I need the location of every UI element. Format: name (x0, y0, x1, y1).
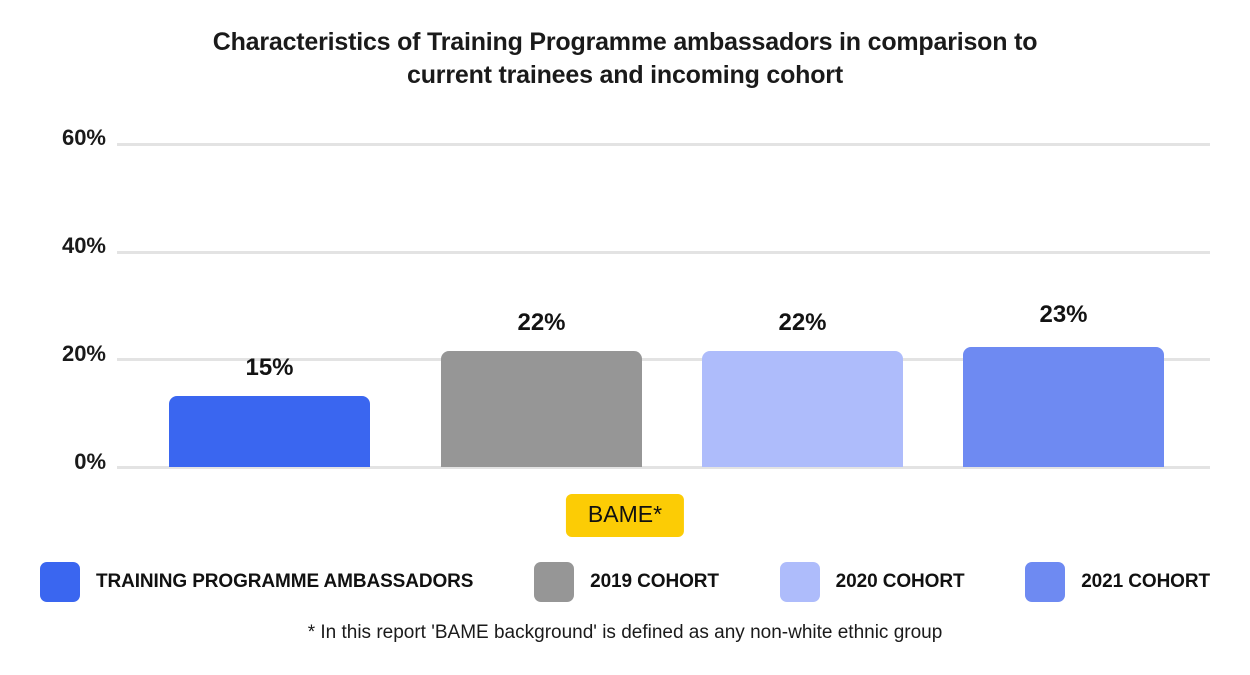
legend-item-2020[interactable]: 2020 COHORT (779, 562, 965, 602)
gridline-0 (117, 466, 1210, 469)
gridline-60 (117, 143, 1210, 146)
legend-swatch-icon-ambassadors (40, 562, 80, 602)
bar-value-2019: 22% (517, 309, 566, 336)
legend-item-2021[interactable]: 2021 COHORT (1025, 562, 1210, 602)
y-axis-tick-40: 40% (61, 233, 106, 258)
legend-label-2019: 2019 COHORT (590, 571, 719, 592)
y-axis-tick-20: 20% (61, 341, 106, 366)
bar-item-2019[interactable]: 22% (441, 309, 642, 467)
y-axis-tick-0: 0% (74, 449, 106, 474)
chart-footnote: * In this report 'BAME background' is de… (307, 622, 943, 643)
gridline-40 (117, 251, 1210, 254)
category-badge-bame: BAME* (565, 494, 685, 537)
gridline-20 (117, 358, 1210, 361)
chart-legend: TRAINING PROGRAMME AMBASSADORS 2019 COHO… (40, 562, 1210, 602)
bar-item-2020[interactable]: 22% (702, 309, 903, 467)
bar-value-2020: 22% (778, 309, 827, 336)
y-axis-tick-60: 60% (61, 125, 106, 150)
legend-label-2021: 2021 COHORT (1081, 571, 1210, 592)
legend-swatch-icon-2021 (1025, 562, 1066, 602)
chart-title-line-1: Characteristics of Training Programme am… (212, 28, 1038, 56)
legend-swatch-icon-2019 (534, 562, 575, 602)
chart-title: Characteristics of Training Programme am… (130, 26, 1120, 92)
bar-rect-ambassadors[interactable] (169, 396, 370, 467)
legend-label-ambassadors: TRAINING PROGRAMME AMBASSADORS (96, 571, 474, 592)
bar-value-ambassadors: 15% (245, 354, 294, 381)
chart-title-line-2: current trainees and incoming cohort (407, 61, 843, 89)
bar-value-2021: 23% (1039, 301, 1088, 328)
legend-item-2019[interactable]: 2019 COHORT (534, 562, 719, 602)
bar-rect-2020[interactable] (702, 351, 903, 467)
legend-label-2020: 2020 COHORT (835, 571, 965, 592)
legend-swatch-icon-2020 (779, 562, 820, 602)
bar-item-ambassadors[interactable]: 15% (169, 354, 370, 467)
bar-item-2021[interactable]: 23% (963, 301, 1164, 467)
legend-item-ambassadors[interactable]: TRAINING PROGRAMME AMBASSADORS (40, 562, 473, 602)
bar-rect-2019[interactable] (441, 351, 642, 467)
bar-rect-2021[interactable] (963, 347, 1164, 467)
